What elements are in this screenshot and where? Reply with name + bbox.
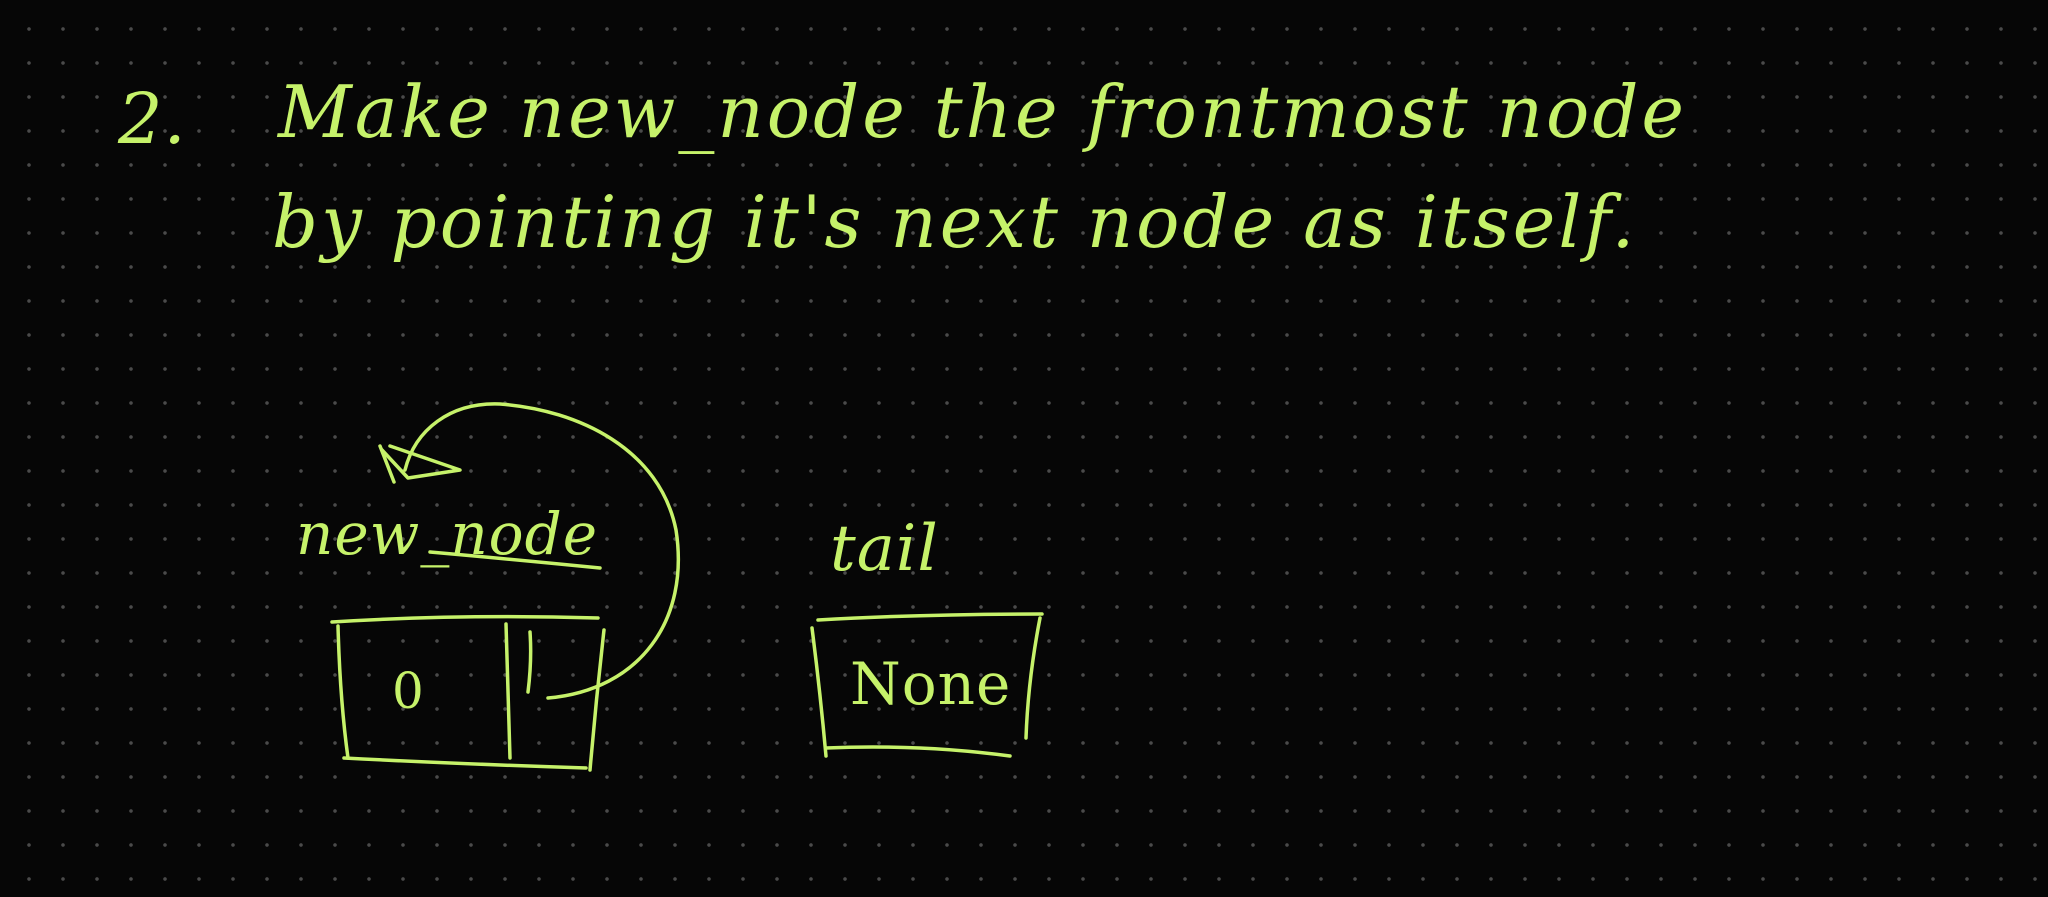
tail-box-bottom	[824, 745, 1012, 758]
self-pointer-arrow-tick	[378, 444, 396, 484]
node-box-left	[336, 624, 350, 760]
self-pointer-curve	[403, 402, 681, 700]
new-node-label-underline	[428, 550, 602, 570]
instruction-line-2: by pointing it's next node as itself.	[272, 180, 1638, 264]
new-node-label: new_node	[296, 500, 599, 568]
tail-box-left	[810, 626, 828, 758]
node-box-top	[330, 614, 600, 624]
node-box-bottom	[342, 756, 588, 770]
node-box-inner-mark	[526, 630, 533, 694]
node-box-divider	[504, 622, 512, 760]
instruction-line-1: Make new_node the frontmost node	[278, 70, 1688, 154]
node-box-right	[588, 628, 606, 772]
self-pointer-arrowhead	[380, 444, 462, 480]
tail-box-top	[816, 612, 1044, 622]
tail-label: tail	[830, 512, 939, 586]
step-number: 2.	[118, 78, 187, 160]
node-data-value: 0	[392, 662, 425, 720]
tail-box-right	[1024, 616, 1042, 740]
tail-value: None	[850, 650, 1012, 718]
